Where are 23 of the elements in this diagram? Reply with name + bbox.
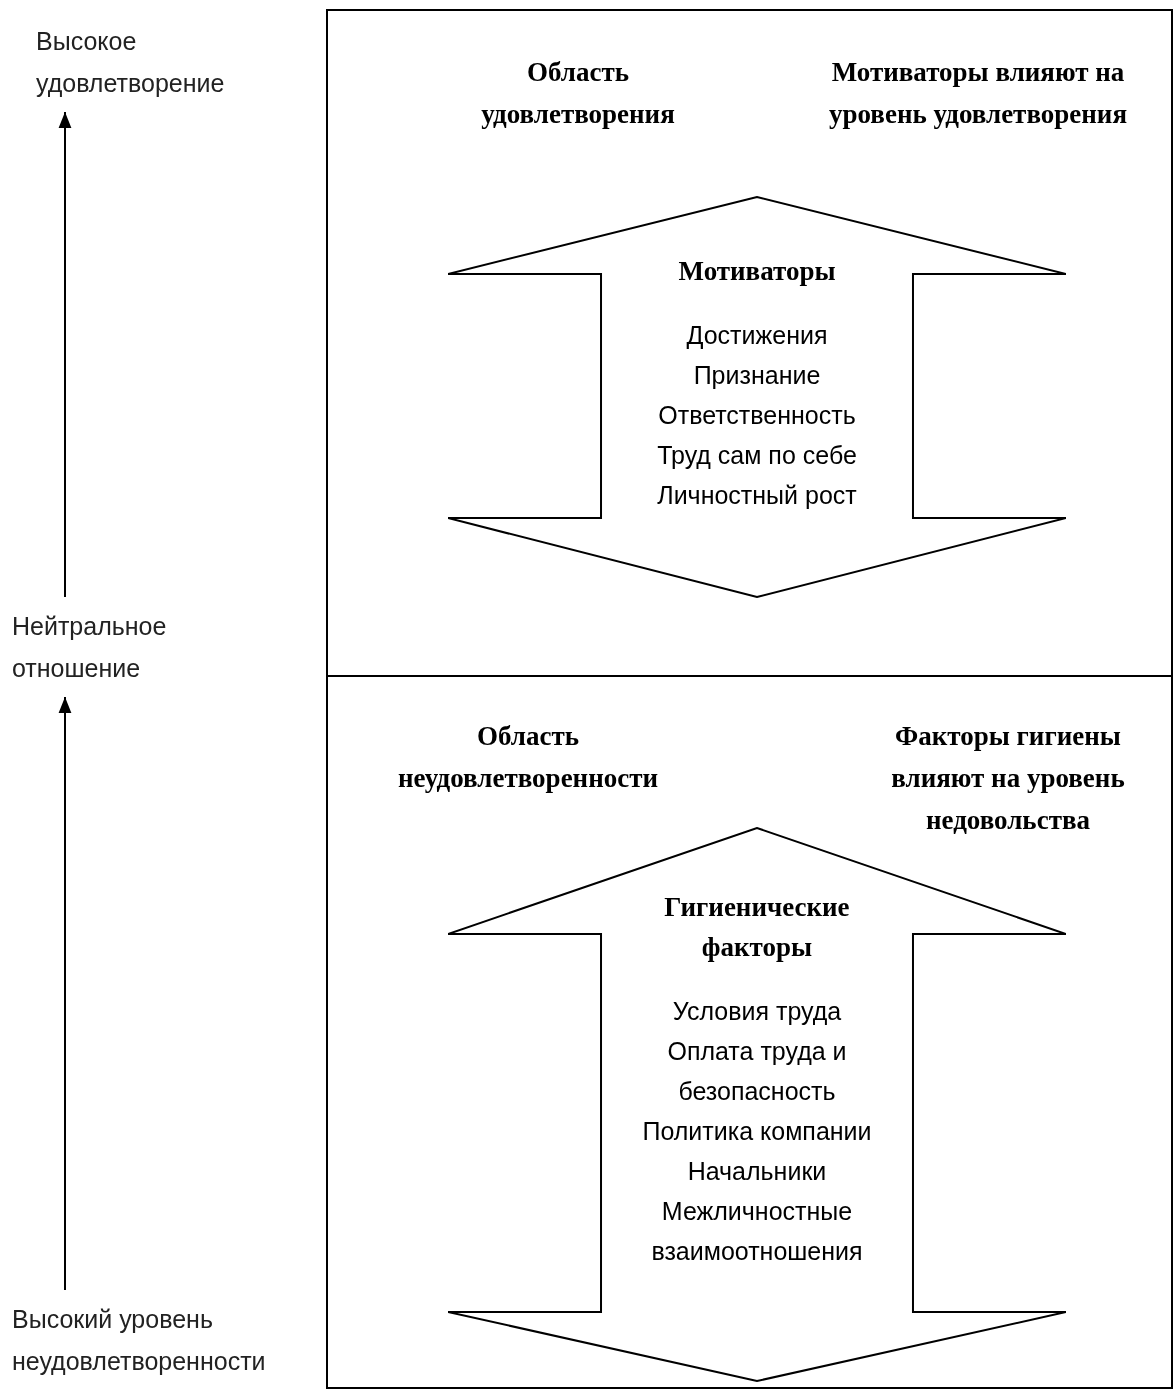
heading: Гигиенические факторы — [663, 891, 851, 964]
panel — [326, 9, 1173, 677]
arrow — [58, 111, 72, 598]
list-item: Личностный рост — [656, 480, 858, 511]
axis-label: Нейтральное отношение — [12, 605, 272, 689]
heading: Факторы гигиены влияют на уровень недовольства — [858, 715, 1158, 841]
list-item: Труд сам по себе — [656, 440, 858, 471]
axis-label: Высокий уровень неудовлетворенности — [12, 1298, 312, 1382]
list-item: Признание — [692, 360, 822, 391]
heading: Область неудовлетворенности — [358, 715, 698, 799]
list-item: Межличностные взаимоотношения — [650, 1196, 864, 1267]
panel — [326, 675, 1173, 1389]
list-item: Ответственность — [657, 400, 857, 431]
list-item: Начальники — [686, 1156, 828, 1187]
axis-label: Высокое удовлетворение — [36, 20, 296, 104]
arrow — [58, 696, 72, 1291]
heading: Мотиваторы влияют на уровень удовлетворения — [808, 51, 1148, 135]
heading: Область удовлетворения — [448, 51, 708, 135]
list-item: Оплата труда и безопасность — [666, 1036, 848, 1107]
list-item: Условия труда — [671, 996, 843, 1027]
list-item: Достижения — [685, 320, 829, 351]
heading: Мотиваторы — [677, 255, 837, 288]
list-item: Политика компании — [641, 1116, 873, 1147]
